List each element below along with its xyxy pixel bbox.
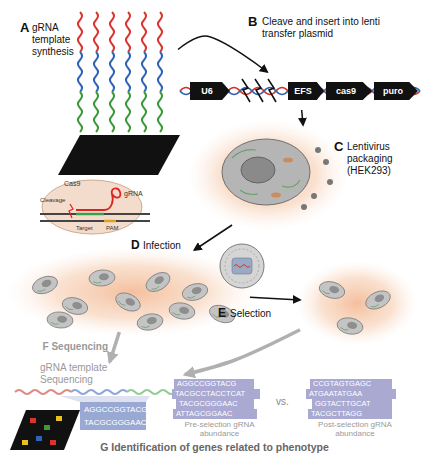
element-name: cas9	[326, 82, 366, 100]
part-label: Cas9	[64, 180, 80, 188]
abundance-caption: Pre-selection gRNA abundance	[172, 420, 267, 438]
flow-arrow	[194, 225, 232, 250]
packaging-cell	[188, 120, 348, 230]
stage-letter: D	[131, 238, 140, 252]
sequence-read: AGGCCGGTACG	[84, 404, 147, 415]
flow-arrow	[185, 330, 300, 375]
stage-region: DInfection	[15, 250, 250, 332]
stage-letter: E	[218, 306, 226, 320]
sequence-read: TACGCCTACCTCAT	[175, 389, 245, 399]
sequence-read: ATTAGCGGAAC	[176, 409, 232, 419]
sequence-read: TACGCGGGAAC	[179, 399, 238, 409]
abundance-caption: Post-selection gRNA abundance	[305, 420, 405, 438]
pre-selection-reads	[172, 379, 260, 419]
arrow-outline	[190, 82, 230, 100]
lentivirus-particle	[220, 244, 264, 288]
arrow-outline	[326, 82, 372, 100]
part-label: Target	[76, 225, 93, 232]
arrow-outline	[374, 82, 418, 100]
stage-letter: A	[20, 20, 29, 35]
stage-letter: B	[248, 14, 257, 29]
sequence-read: CCGTAGTGAGC	[313, 379, 371, 389]
cas9-complex	[40, 180, 150, 234]
element-name: U6	[190, 82, 224, 100]
part-label: gRNA	[124, 190, 143, 198]
flow-arrow	[250, 297, 300, 300]
synthesis-chip	[58, 135, 180, 175]
flow-arrow	[302, 110, 303, 125]
sequencing-chip	[10, 410, 80, 450]
stage-caption: Cleave and insert into lenti transfer pl…	[262, 16, 380, 40]
stage-caption: Lentivirus packaging (HEK293)	[347, 141, 415, 177]
stage-caption: gRNA template synthesis	[32, 22, 78, 58]
plasmid-element: cas9	[326, 82, 372, 100]
stage-caption: Infection	[143, 240, 181, 252]
template-strands	[78, 12, 162, 132]
sequence-read: TACGCTTAGG	[311, 409, 362, 419]
sequence-read: ATGAATATGAA	[309, 389, 362, 399]
stage-region: AgRNA template synthesis	[8, 8, 178, 176]
plasmid-element: puro	[374, 82, 418, 100]
arrow-outline	[288, 82, 324, 100]
edge-label: F Sequencing	[43, 341, 109, 353]
sequence-read: GGTACTTGCAT	[315, 399, 371, 409]
sequence-read: AGGCCGGTACG	[177, 379, 236, 389]
cell-population	[7, 248, 257, 336]
part-label: Cleavage	[40, 197, 65, 204]
comparison-note: vs.	[276, 396, 289, 408]
selected-cells	[297, 261, 417, 345]
element-name: EFS	[288, 82, 318, 100]
stage-region: ESelection	[300, 262, 415, 344]
stage-caption: gRNA template Sequencing	[40, 362, 150, 386]
plasmid-element: EFS	[288, 82, 324, 100]
plasmid-band: BCleave and insert into lenti transfer p…	[180, 72, 420, 110]
element-name: puro	[374, 82, 412, 100]
stage-caption: Selection	[230, 308, 271, 320]
part-label: PAM	[106, 225, 119, 232]
flow-arrow	[110, 332, 120, 362]
stage-letter: C	[334, 139, 343, 154]
post-selection-reads	[306, 379, 396, 419]
stage-region: C Lentivirus packaging (HEK293)	[200, 125, 415, 225]
flow-arrow	[178, 36, 267, 72]
cleavage-bolts	[242, 79, 276, 102]
plasmid-element: U6	[190, 82, 230, 100]
sequence-read: TACGCGGGAAC	[84, 417, 147, 428]
figure-caption: G Identification of genes related to phe…	[0, 441, 429, 453]
sequencing-strand	[15, 390, 183, 402]
